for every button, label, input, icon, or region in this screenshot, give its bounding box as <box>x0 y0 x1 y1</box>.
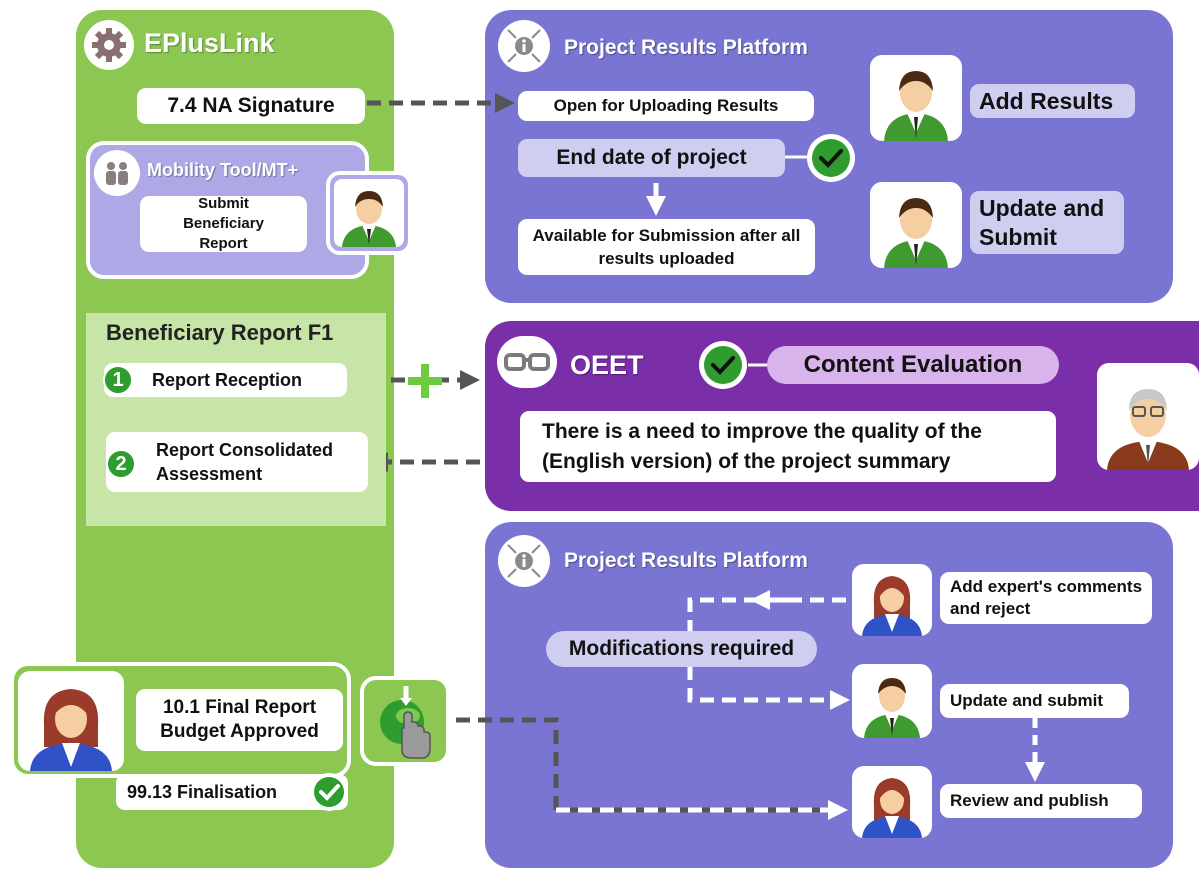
plus-icon <box>406 362 444 400</box>
submit-beneficiary-report-box: Submit Beneficiary Report <box>140 195 307 252</box>
end-date-check-icon <box>806 133 856 183</box>
content-eval-check-icon <box>698 340 748 390</box>
expert-comments-box: Add expert's comments and reject <box>940 572 1152 624</box>
finalise-to-review-arrow <box>456 717 848 820</box>
update-submit-label: Update and Submit <box>970 191 1124 254</box>
beneficiary-avatar <box>326 171 412 255</box>
oeet-title: OEET <box>570 350 644 380</box>
open-uploading-box: Open for Uploading Results <box>518 91 814 121</box>
na-signature-box: 7.4 NA Signature <box>137 88 365 124</box>
update-submit-box: Update and submit <box>940 684 1129 718</box>
finalisation-box: 99.13 Finalisation <box>116 774 348 810</box>
update-submit-avatar <box>870 182 962 268</box>
step-2-badge: 2 <box>106 449 136 479</box>
end-date-box: End date of project <box>518 139 785 177</box>
expert-woman-avatar <box>852 564 932 636</box>
step-1-badge: 1 <box>103 365 133 395</box>
expert-to-modifications-arrow <box>687 590 846 636</box>
officer-avatar <box>18 671 124 771</box>
glasses-icon <box>497 336 557 388</box>
final-report-budget-box: 10.1 Final Report Budget Approved <box>136 689 343 751</box>
add-results-avatar <box>870 55 962 141</box>
content-eval-label: Content Evaluation <box>767 346 1059 384</box>
eplus-title: EPlusLink <box>144 28 275 58</box>
oeet-message-box: There is a need to improve the quality o… <box>520 411 1056 482</box>
hand-click-icon <box>380 686 431 759</box>
update-man-avatar <box>852 664 932 738</box>
gear-icon <box>84 20 134 70</box>
modifications-to-update-arrow <box>687 666 850 710</box>
prp-top-title: Project Results Platform <box>564 36 808 59</box>
available-submission-box: Available for Submission after all resul… <box>518 219 815 275</box>
prp-bottom-title: Project Results Platform <box>564 549 808 572</box>
expert-avatar <box>1097 363 1199 470</box>
review-publish-box: Review and publish <box>940 784 1142 818</box>
finalisation-check-icon <box>309 772 349 812</box>
report-reception-box: Report Reception <box>104 363 347 397</box>
info-icon <box>498 20 550 72</box>
people-icon <box>94 150 140 196</box>
add-results-label: Add Results <box>970 84 1135 118</box>
finalise-button[interactable] <box>360 676 450 766</box>
modifications-label: Modifications required <box>546 631 817 667</box>
reviewer-woman-avatar <box>852 766 932 838</box>
mobility-title: Mobility Tool/MT+ <box>147 160 299 180</box>
info-icon-bottom <box>498 535 550 587</box>
beneficiary-report-title: Beneficiary Report F1 <box>106 320 334 345</box>
report-assessment-box: Report Consolidated Assessment <box>106 432 368 492</box>
